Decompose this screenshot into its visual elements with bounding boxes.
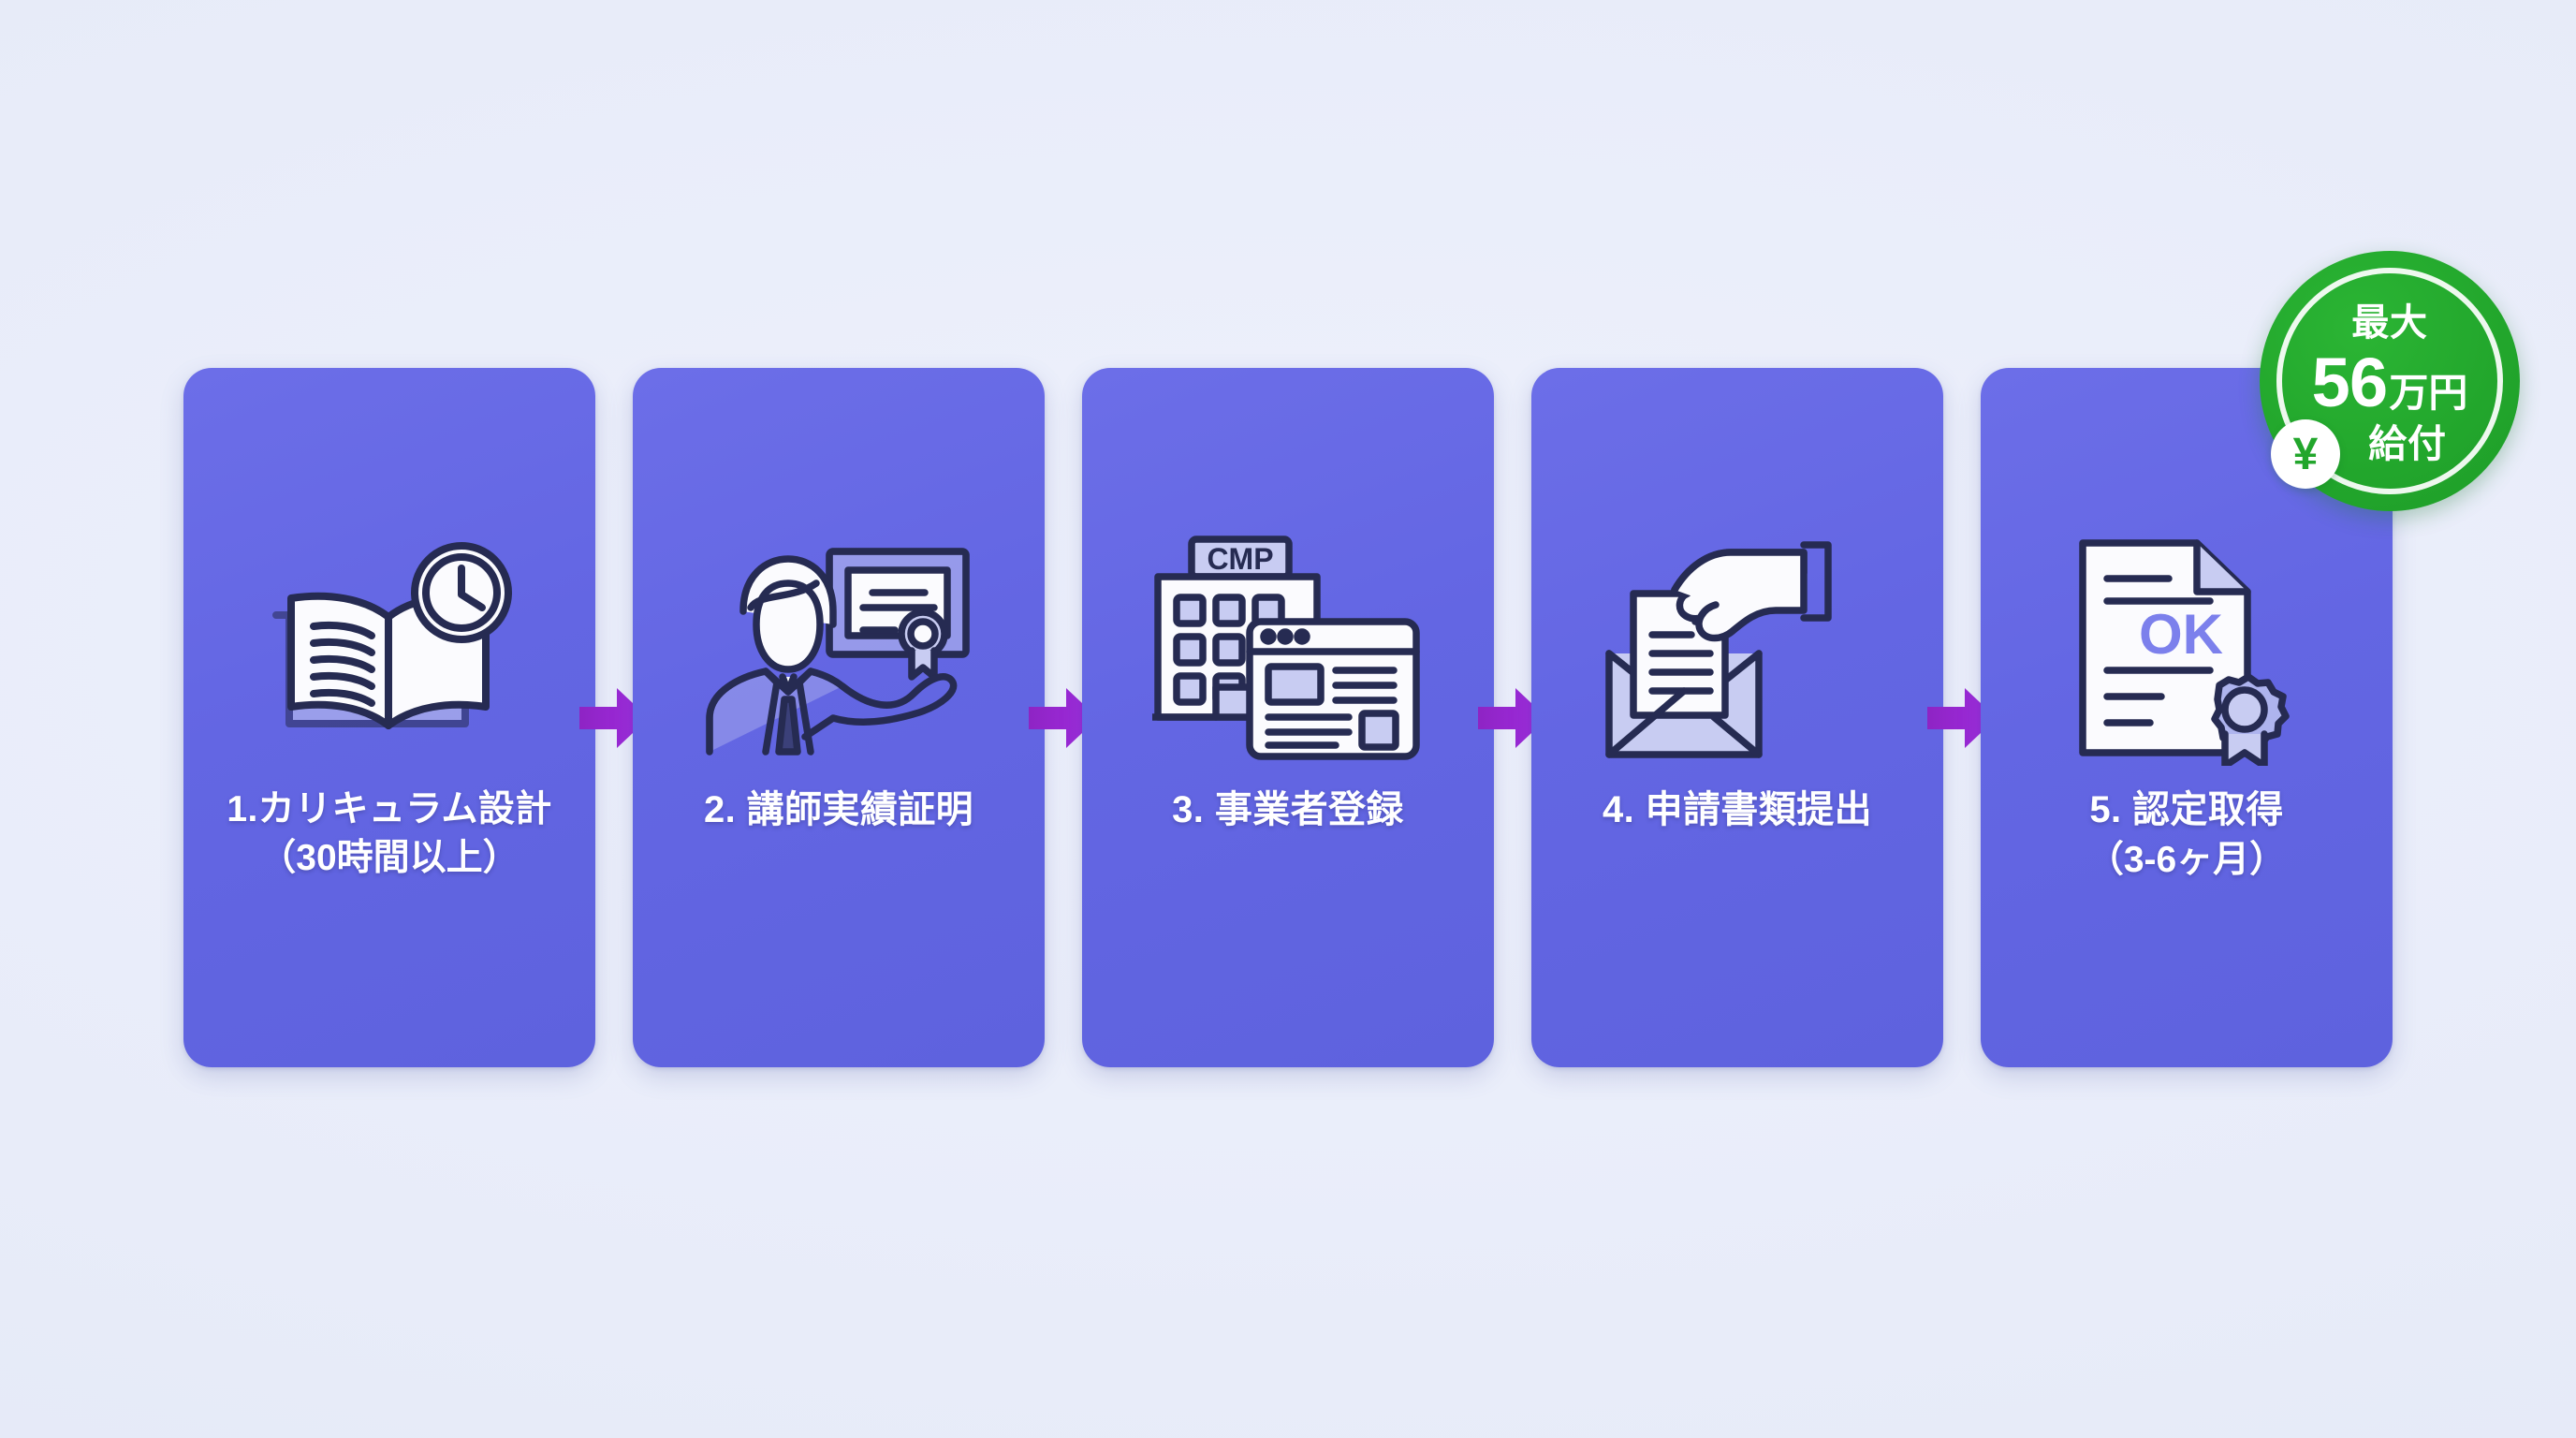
arrow-step3-to-step4 [1478,686,1547,750]
document-stamp-text: OK [2139,603,2223,666]
flow-step-3-labels: 3. 事業者登録 [1082,785,1494,836]
flow-step-2-instructor-proof[interactable]: 2. 講師実績証明 [633,368,1045,1067]
badge-top-text: 最大 [2351,302,2428,344]
flow-gap-4 [1927,368,1997,1067]
badge-amount-unit: 万円 [2389,371,2468,415]
flow-step-1-curriculum-design[interactable]: 1.カリキュラム設計 （30時間以上） [183,368,595,1067]
flow-step-1-title: 1.カリキュラム設計 [227,789,552,829]
badge-amount: 56 [2311,344,2389,421]
badge-amount-row: 56 万円 [2312,348,2468,418]
flow-step-2-title: 2. 講師実績証明 [703,789,974,830]
flow-step-1-subtitle: （30時間以上） [259,838,520,879]
subsidy-badge: 最大 56 万円 給付 ¥ [2260,251,2520,511]
yen-coin-icon: ¥ [2271,419,2340,489]
flow-step-3-business-registration[interactable]: CMP [1082,368,1494,1067]
flow-step-3-title: 3. 事業者登録 [1172,789,1404,830]
arrow-step1-to-step2 [579,686,649,750]
flow-step-5-subtitle: （3-6ヶ月） [2086,839,2287,880]
hand-envelope-document-icon [1597,531,1878,765]
arrow-step2-to-step3 [1029,686,1098,750]
flow-gap-2 [1029,368,1098,1067]
building-sign-text: CMP [1207,542,1273,576]
flow-gap-3 [1478,368,1547,1067]
badge-text-block: 最大 56 万円 給付 [2260,251,2520,511]
open-book-clock-icon [249,531,530,765]
flow-step-5-title: 5. 認定取得 [2089,789,2284,830]
flow-step-2-labels: 2. 講師実績証明 [633,785,1045,836]
approved-document-seal-icon: OK [2046,531,2327,766]
flow-step-4-labels: 4. 申請書類提出 [1531,785,1943,836]
badge-bottom-text: 給付 [2368,422,2447,465]
instructor-certificate-icon [698,531,979,765]
flow-step-4-application-submission[interactable]: 4. 申請書類提出 [1531,368,1943,1067]
arrow-step4-to-step5 [1927,686,1997,750]
badge-ring [2276,268,2503,494]
flow-step-1-labels: 1.カリキュラム設計 （30時間以上） [183,785,595,884]
company-building-browser-icon: CMP [1148,531,1428,765]
flow-step-5-labels: 5. 認定取得 （3-6ヶ月） [1981,785,2393,885]
flow-gap-1 [579,368,649,1067]
flow-step-4-title: 4. 申請書類提出 [1602,789,1873,830]
certification-flow-diagram: 1.カリキュラム設計 （30時間以上） [183,368,2393,1067]
